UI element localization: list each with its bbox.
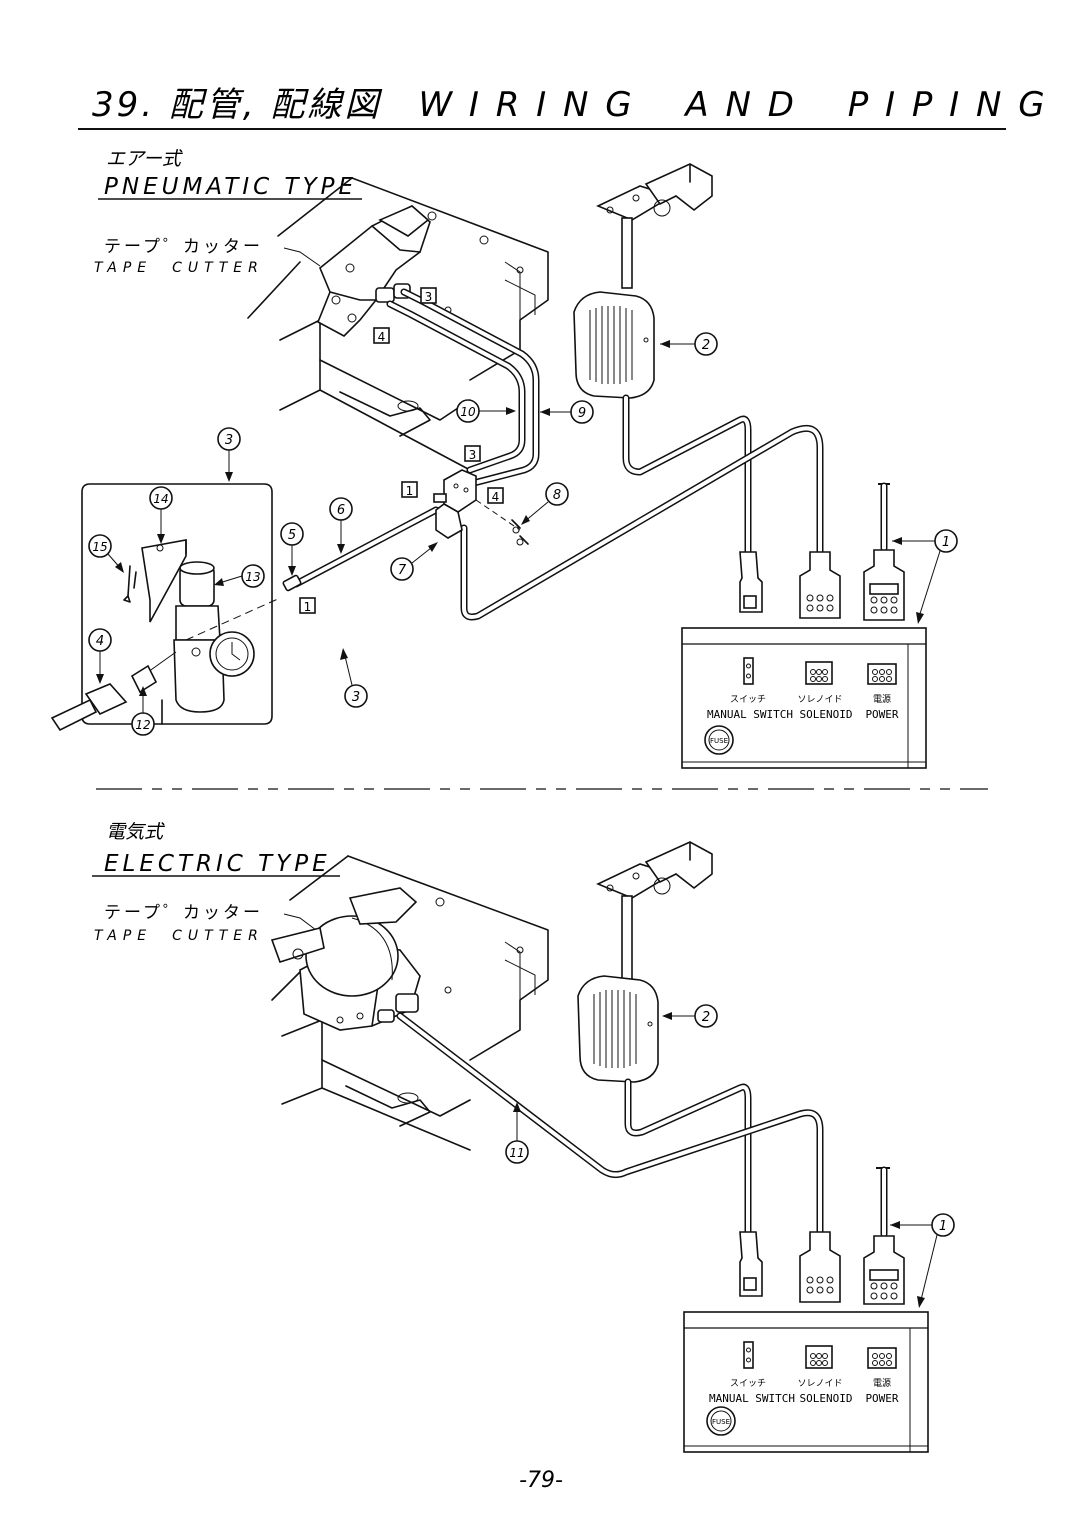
- electric-tape-cutter: [270, 887, 421, 1031]
- svg-text:MANUAL SWITCH: MANUAL SWITCH: [709, 1392, 795, 1405]
- svg-text:7: 7: [398, 563, 407, 578]
- electric-section: 電気式 ELECTRIC TYPE テープ゜カッター TAPE CUTTER: [92, 821, 955, 1453]
- electric-tape-cutter-jp: テープ゜カッター: [104, 903, 263, 923]
- electric-title-jp: 電気式: [106, 821, 166, 843]
- svg-text:4: 4: [492, 490, 500, 504]
- svg-text:POWER: POWER: [865, 1392, 898, 1405]
- electric-callouts: 1 2 11: [505, 1004, 955, 1308]
- pneumatic-title-jp: エアー式: [106, 148, 184, 170]
- pneumatic-callouts: 1 2 3 3 4 5 6 7 8 9 10 12: [88, 332, 958, 736]
- svg-text:1: 1: [939, 1219, 947, 1234]
- svg-text:1: 1: [304, 600, 312, 614]
- svg-text:4: 4: [96, 634, 104, 649]
- svg-text:12: 12: [135, 718, 150, 732]
- pneumatic-plugs: [739, 482, 905, 621]
- page-number: -79-: [519, 1468, 563, 1493]
- pneumatic-control-box: スイッチ MANUAL SWITCH ソレノイド SOLENOID 電源 POW…: [681, 627, 927, 769]
- svg-text:8: 8: [553, 488, 561, 503]
- svg-text:2: 2: [702, 1010, 710, 1025]
- pneumatic-tape-cutter: [316, 205, 431, 337]
- pneumatic-tape-cutter-jp: テープ゜カッター: [104, 237, 263, 257]
- svg-text:3: 3: [352, 690, 360, 705]
- svg-text:4: 4: [378, 330, 386, 344]
- electric-title-en: ELECTRIC TYPE: [104, 851, 331, 877]
- svg-text:14: 14: [153, 492, 168, 506]
- electric-sewing-table: [271, 855, 549, 1151]
- sewing-table: [247, 177, 549, 471]
- tape-cutter-leader: [283, 247, 321, 267]
- svg-text:MANUAL SWITCH: MANUAL SWITCH: [707, 708, 793, 721]
- svg-text:FUSE: FUSE: [710, 737, 728, 745]
- svg-text:6: 6: [337, 503, 345, 518]
- svg-text:FUSE: FUSE: [712, 1418, 730, 1426]
- svg-text:3: 3: [425, 290, 433, 304]
- svg-text:10: 10: [460, 405, 476, 419]
- svg-text:3: 3: [469, 448, 477, 462]
- regulator-inset: [50, 483, 281, 732]
- svg-text:SOLENOID: SOLENOID: [800, 708, 853, 721]
- svg-text:11: 11: [509, 1146, 524, 1160]
- fitting-5: [282, 574, 302, 592]
- pneumatic-tape-cutter-en: TAPE CUTTER: [94, 260, 264, 276]
- svg-text:13: 13: [245, 570, 260, 584]
- svg-text:5: 5: [288, 528, 296, 543]
- svg-text:スイッチ: スイッチ: [730, 1378, 766, 1389]
- electric-control-box: スイッチ MANUAL SWITCH ソレノイド SOLENOID 電源 POW…: [683, 1311, 929, 1453]
- electric-tape-cutter-en: TAPE CUTTER: [94, 928, 264, 944]
- electric-tape-cutter-leader: [283, 913, 317, 931]
- port-boxes: 3 4 3 1 4 1: [299, 287, 504, 614]
- pneumatic-title-en: PNEUMATIC TYPE: [104, 174, 357, 200]
- solenoid-valve: [433, 469, 529, 546]
- svg-text:電源: 電源: [873, 1378, 891, 1389]
- pneumatic-section: エアー式 PNEUMATIC TYPE テープ゜カッター TAPE CUTTER: [50, 148, 958, 769]
- pneumatic-pedal-assembly: [573, 163, 713, 399]
- svg-text:15: 15: [92, 540, 107, 554]
- svg-text:電源: 電源: [873, 694, 891, 705]
- svg-text:9: 9: [578, 406, 586, 421]
- svg-text:1: 1: [406, 484, 414, 498]
- svg-text:POWER: POWER: [865, 708, 898, 721]
- electric-pedal-assembly: [577, 841, 713, 1083]
- svg-text:2: 2: [702, 338, 710, 353]
- svg-text:ソレノイド: ソレノイド: [797, 1379, 842, 1389]
- svg-text:スイッチ: スイッチ: [730, 694, 766, 705]
- svg-text:1: 1: [942, 535, 950, 550]
- svg-text:3: 3: [225, 433, 233, 448]
- electric-plugs: [739, 1166, 905, 1305]
- page-title: 39. 配管, 配線図 W I R I N G A N D P I P I N …: [92, 85, 1048, 125]
- svg-text:SOLENOID: SOLENOID: [800, 1392, 853, 1405]
- svg-text:ソレノイド: ソレノイド: [797, 695, 842, 705]
